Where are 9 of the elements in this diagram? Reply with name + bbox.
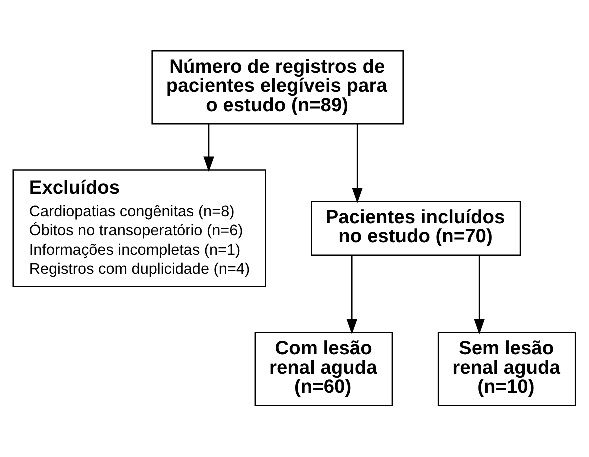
arrow <box>352 124 363 204</box>
arrow <box>474 256 485 335</box>
node-box: Número de registros de pacientes elegíveis para o estudo (n=89) <box>152 50 404 125</box>
node-box: Pacientes incluídos no estudo (n=70) <box>311 200 522 256</box>
node-box: Excluídos Cardiopatias congênitas (n=8) Óbitos no transoperatório (n=6) Informações incompletas (n=1) Registros com duplicidade (n=4) <box>12 170 266 288</box>
arrow <box>346 256 358 335</box>
node-box: Sem lesão renal aguda (n=10) <box>438 332 576 407</box>
arrow <box>204 124 214 172</box>
node-box: Com lesão renal aguda (n=60) <box>254 332 394 407</box>
